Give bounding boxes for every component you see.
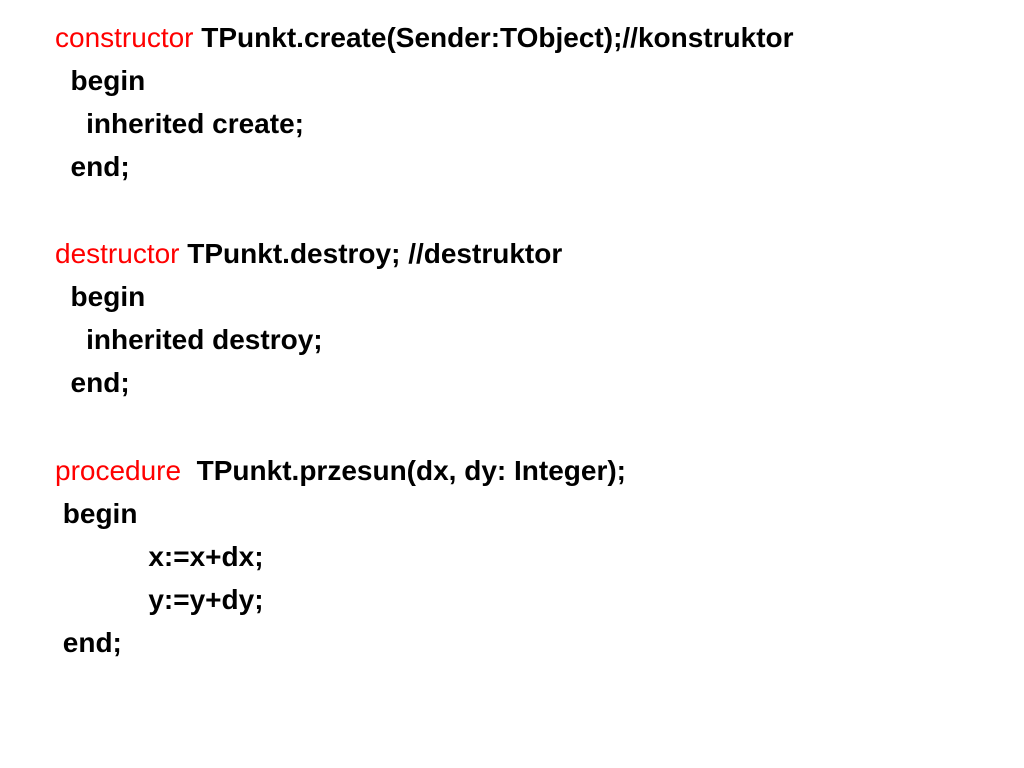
procedure-header-line: procedure TPunkt.przesun(dx, dy: Integer… xyxy=(55,457,626,485)
destructor-header-line: destructor TPunkt.destroy; //destruktor xyxy=(55,240,562,268)
constructor-end: end; xyxy=(55,151,130,182)
destructor-keyword: destructor xyxy=(55,238,180,269)
constructor-signature: TPunkt.create(Sender:TObject);//konstruk… xyxy=(193,22,794,53)
constructor-keyword: constructor xyxy=(55,22,194,53)
procedure-body-x: x:=x+dx; xyxy=(55,541,264,572)
procedure-body-y: y:=y+dy; xyxy=(55,584,264,615)
destructor-begin: begin xyxy=(55,281,146,312)
constructor-header-line: constructor TPunkt.create(Sender:TObject… xyxy=(55,24,794,52)
procedure-begin: begin xyxy=(55,498,138,529)
procedure-end: end; xyxy=(55,627,122,658)
constructor-begin: begin xyxy=(55,65,146,96)
constructor-body: inherited create; xyxy=(55,108,304,139)
destructor-signature: TPunkt.destroy; //destruktor xyxy=(179,238,563,269)
destructor-body: inherited destroy; xyxy=(55,324,323,355)
procedure-keyword: procedure xyxy=(55,455,182,486)
procedure-signature: TPunkt.przesun(dx, dy: Integer); xyxy=(181,455,627,486)
destructor-end: end; xyxy=(55,367,130,398)
